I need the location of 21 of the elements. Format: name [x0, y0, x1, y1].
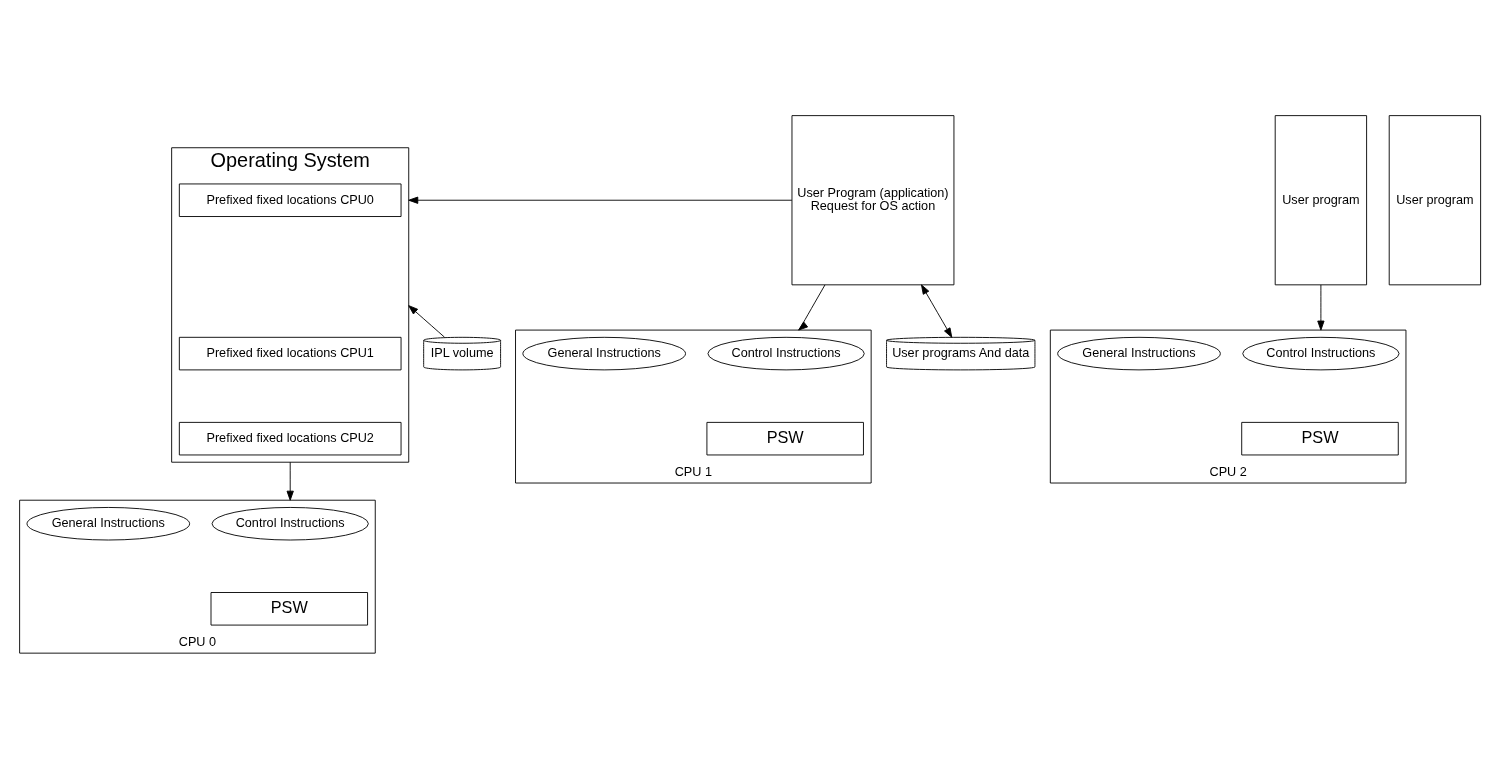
- node-ellipse: Control Instructions: [1242, 336, 1400, 371]
- node-box: User Program (application) Request for OS action: [791, 115, 955, 286]
- node-box: Prefixed fixed locations CPU1: [178, 336, 402, 371]
- node-ellipse: Control Instructions: [211, 507, 369, 541]
- node-box: User program: [1274, 115, 1368, 286]
- node-box: PSW: [210, 592, 368, 626]
- arrow: [921, 284, 953, 338]
- arrow: [408, 305, 445, 338]
- arrow: [798, 284, 826, 331]
- node-box: Prefixed fixed locations CPU2: [178, 421, 402, 456]
- arrow: [286, 461, 294, 501]
- node-box: User program: [1388, 115, 1482, 286]
- node-ellipse: Control Instructions: [707, 336, 865, 371]
- node-ellipse: General Instructions: [522, 336, 686, 371]
- node-box: Prefixed fixed locations CPU0: [178, 183, 402, 217]
- node-ellipse: General Instructions: [1057, 336, 1221, 371]
- arrow: [1317, 284, 1325, 331]
- node-ellipse: General Instructions: [26, 507, 191, 541]
- arrow: [408, 196, 793, 204]
- node-box: PSW: [706, 421, 864, 456]
- node-box: PSW: [1241, 421, 1399, 456]
